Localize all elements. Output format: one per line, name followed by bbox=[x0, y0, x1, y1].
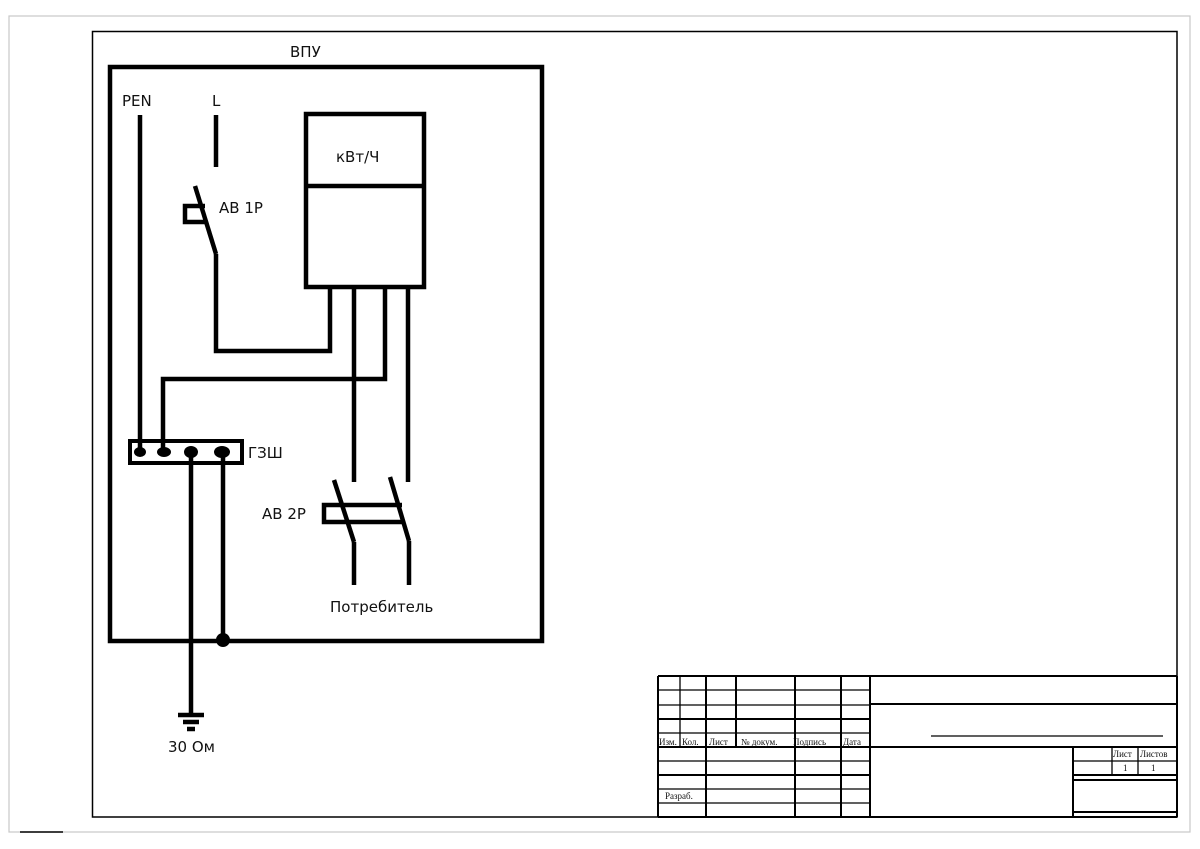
breaker-to-meter-wire bbox=[213, 254, 333, 354]
title-block-header-change: Изм. bbox=[659, 737, 677, 747]
line-label: L bbox=[212, 92, 221, 110]
ground-bus: ГЗШ bbox=[128, 439, 283, 465]
ground-bus-label: ГЗШ bbox=[248, 444, 283, 462]
load-label: Потребитель bbox=[330, 598, 433, 616]
enclosure-ground-junction bbox=[216, 633, 230, 647]
enclosure-title: ВПУ bbox=[290, 43, 321, 61]
meter-label: кВт/Ч bbox=[336, 148, 379, 166]
breaker-1p-label: АВ 1Р bbox=[219, 199, 263, 217]
title-block-developer: Разраб. bbox=[665, 791, 693, 801]
title-block-header-doc: № докум. bbox=[741, 737, 778, 747]
title-block-header-qty: Кол. bbox=[682, 737, 699, 747]
breaker-2p-contact-a bbox=[331, 479, 357, 543]
electric-meter: кВт/Ч bbox=[303, 111, 427, 290]
breaker-2p-actuator bbox=[321, 502, 404, 525]
breaker-1p: АВ 1Р bbox=[182, 185, 263, 255]
title-block-sheets-value: 1 bbox=[1151, 763, 1156, 773]
title-block-header-date: Дата bbox=[843, 737, 861, 747]
ground-bus-terminal bbox=[134, 447, 146, 457]
breaker-1p-actuator bbox=[182, 203, 207, 225]
title-block-sheets-label: Листов bbox=[1140, 749, 1167, 759]
pen-label: PEN bbox=[122, 92, 152, 110]
ground-bus-terminal bbox=[157, 447, 171, 457]
enclosure-box bbox=[107, 64, 545, 644]
vpu-enclosure: ВПУ bbox=[107, 43, 545, 644]
title-block-sheet-value: 1 bbox=[1123, 763, 1128, 773]
drawing-frame bbox=[91, 30, 1178, 818]
title-block: Изм. Кол. Лист № докум. Подпись Дата Раз… bbox=[657, 675, 1178, 818]
breaker-2p-label: АВ 2Р bbox=[262, 505, 306, 523]
title-block-header-sheet: Лист bbox=[709, 737, 728, 747]
meter-body bbox=[303, 111, 427, 290]
meter-out-neutral bbox=[160, 288, 388, 451]
title-block-sheet-label: Лист bbox=[1113, 749, 1132, 759]
breaker-2p: АВ 2Р bbox=[262, 476, 412, 543]
title-block-header-signature: Подпись bbox=[793, 737, 826, 747]
ground-resistance-label: 30 Ом bbox=[168, 738, 215, 756]
page-border bbox=[8, 15, 1191, 833]
breaker-2p-contact-b bbox=[387, 476, 412, 542]
ground-bus-terminal bbox=[184, 446, 198, 458]
ground-icon bbox=[178, 712, 204, 732]
ground-bus-bar bbox=[128, 439, 244, 465]
ground-bus-terminal bbox=[214, 446, 230, 458]
